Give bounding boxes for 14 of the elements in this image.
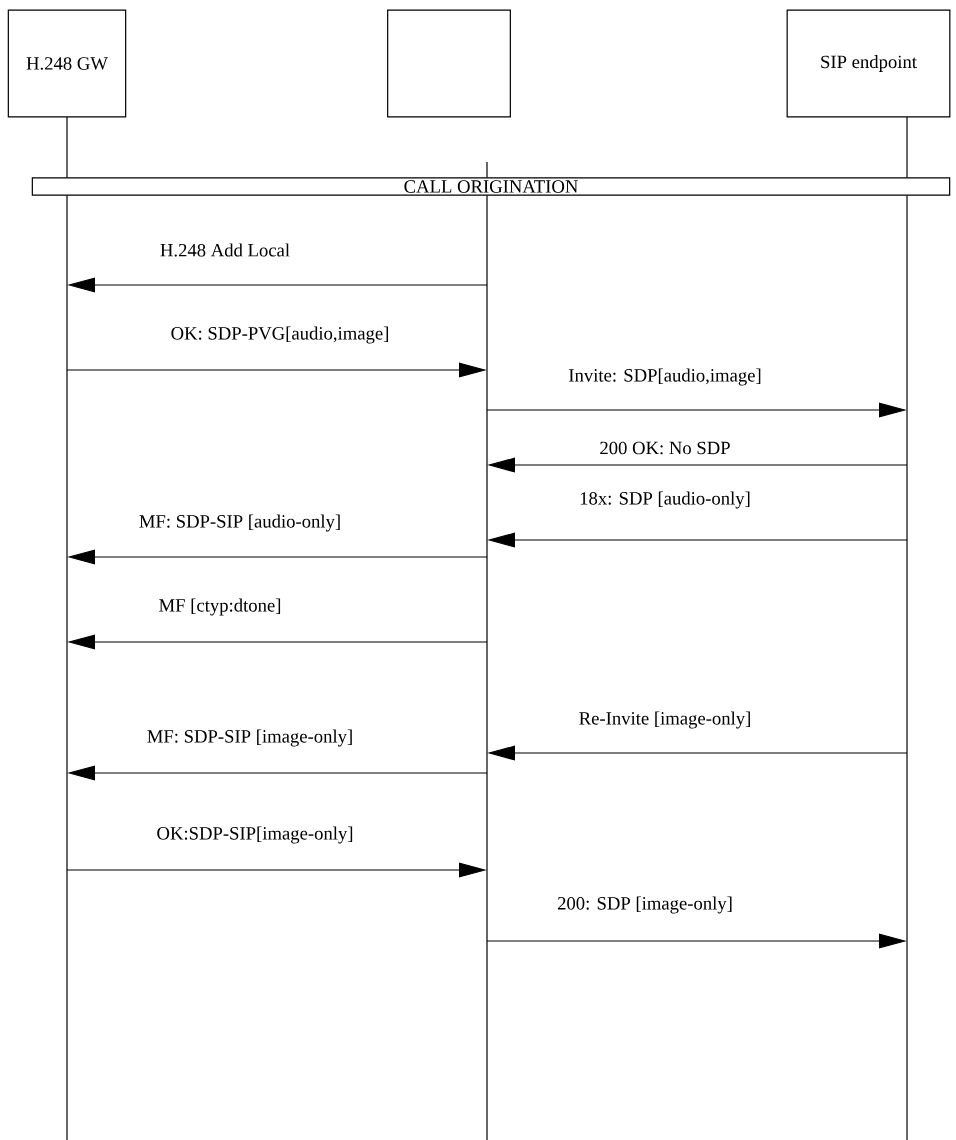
- message-label: MF [ctyp:dtone]: [157, 597, 283, 617]
- message-label: Invite: SDP[audio,image]: [567, 367, 763, 387]
- message-label: OK: SDP-PVG[audio,image]: [169, 325, 391, 345]
- message-label: 200 OK: No SDP: [598, 440, 732, 456]
- message-label: 200: SDP [image-only]: [555, 895, 735, 915]
- message-label: H.248 Add Local: [158, 242, 292, 258]
- message-label: MF: SDP-SIP [image-only]: [145, 728, 355, 748]
- section-band: CALL ORIGINATION: [31, 177, 951, 196]
- message-label: MF: SDP-SIP [audio-only]: [137, 513, 343, 533]
- participant-box: SIP endpoint: [786, 9, 951, 118]
- message-label: OK:SDP-SIP[image-only]: [155, 825, 355, 845]
- participant-box: H.248 GW: [7, 9, 127, 118]
- message-label: Re-Invite [image-only]: [577, 710, 753, 730]
- message-label: 18x: SDP [audio-only]: [577, 490, 753, 510]
